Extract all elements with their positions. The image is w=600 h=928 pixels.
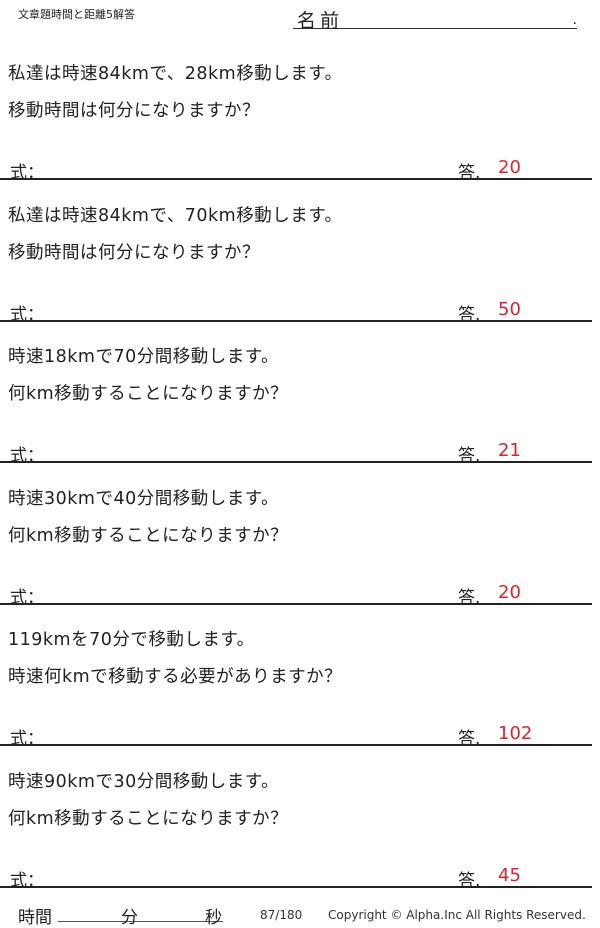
name-dot: . [572, 12, 577, 28]
copyright: Copyright © Alpha.Inc All Rights Reserve… [328, 908, 586, 922]
problem-text-line1: 私達は時速84kmで、70km移動します。 [8, 205, 343, 226]
answer-value: 21 [498, 440, 521, 462]
answer-value: 102 [498, 723, 533, 745]
problem-text-line1: 時速18kmで70分間移動します。 [8, 347, 279, 368]
problem-text-line2: 移動時間は何分になりますか？ [8, 101, 260, 121]
problem-text-line1: 時速30kmで40分間移動します。 [8, 488, 279, 509]
page-number: 87/180 [260, 908, 303, 922]
problem-block: 時速90kmで30分間移動します。 何km移動することになりますか？ 式： 答.… [0, 770, 592, 912]
answer-value: 50 [498, 298, 521, 320]
problem-block: 時速18kmで70分間移動します。 何km移動することになりますか？ 式： 答.… [0, 345, 592, 487]
divider [0, 602, 592, 605]
problem-text-line1: 私達は時速84kmで、28km移動します。 [8, 64, 343, 84]
problem-text-line2: 何km移動することになりますか？ [8, 525, 289, 546]
time-underline [58, 921, 223, 922]
divider [0, 319, 592, 322]
answer-value: 20 [498, 581, 521, 603]
problem-text-line2: 何km移動することになりますか？ [8, 809, 289, 829]
problem-text-line1: 119kmを70分で移動します。 [8, 630, 255, 651]
answer-value: 20 [498, 157, 521, 178]
divider [0, 178, 592, 180]
name-label: 名前 [297, 10, 344, 32]
problem-text-line2: 何km移動することになりますか？ [8, 384, 289, 405]
problem-text-line2: 移動時間は何分になりますか？ [8, 242, 260, 263]
name-field[interactable]: 名前. [293, 6, 577, 32]
problem-block: 私達は時速84kmで、28km移動します。 移動時間は何分になりますか？ 式： … [0, 62, 592, 204]
problem-block: 119kmを70分で移動します。 時速何kmで移動する必要がありますか？ 式： … [0, 628, 592, 770]
answer-value: 45 [498, 865, 521, 886]
seconds-label: 秒 [205, 908, 222, 928]
minutes-label: 分 [121, 908, 138, 928]
problem-text-line1: 時速90kmで30分間移動します。 [8, 772, 279, 792]
problem-block: 時速30kmで40分間移動します。 何km移動することになりますか？ 式： 答.… [0, 487, 592, 629]
divider [0, 744, 592, 747]
divider [0, 886, 592, 888]
problem-block: 私達は時速84kmで、70km移動します。 移動時間は何分になりますか？ 式： … [0, 204, 592, 346]
problem-text-line2: 時速何kmで移動する必要がありますか？ [8, 667, 343, 688]
worksheet-title: 文章題時間と距離5解答 [18, 8, 135, 21]
time-label: 時間 [18, 908, 52, 928]
divider [0, 461, 592, 464]
